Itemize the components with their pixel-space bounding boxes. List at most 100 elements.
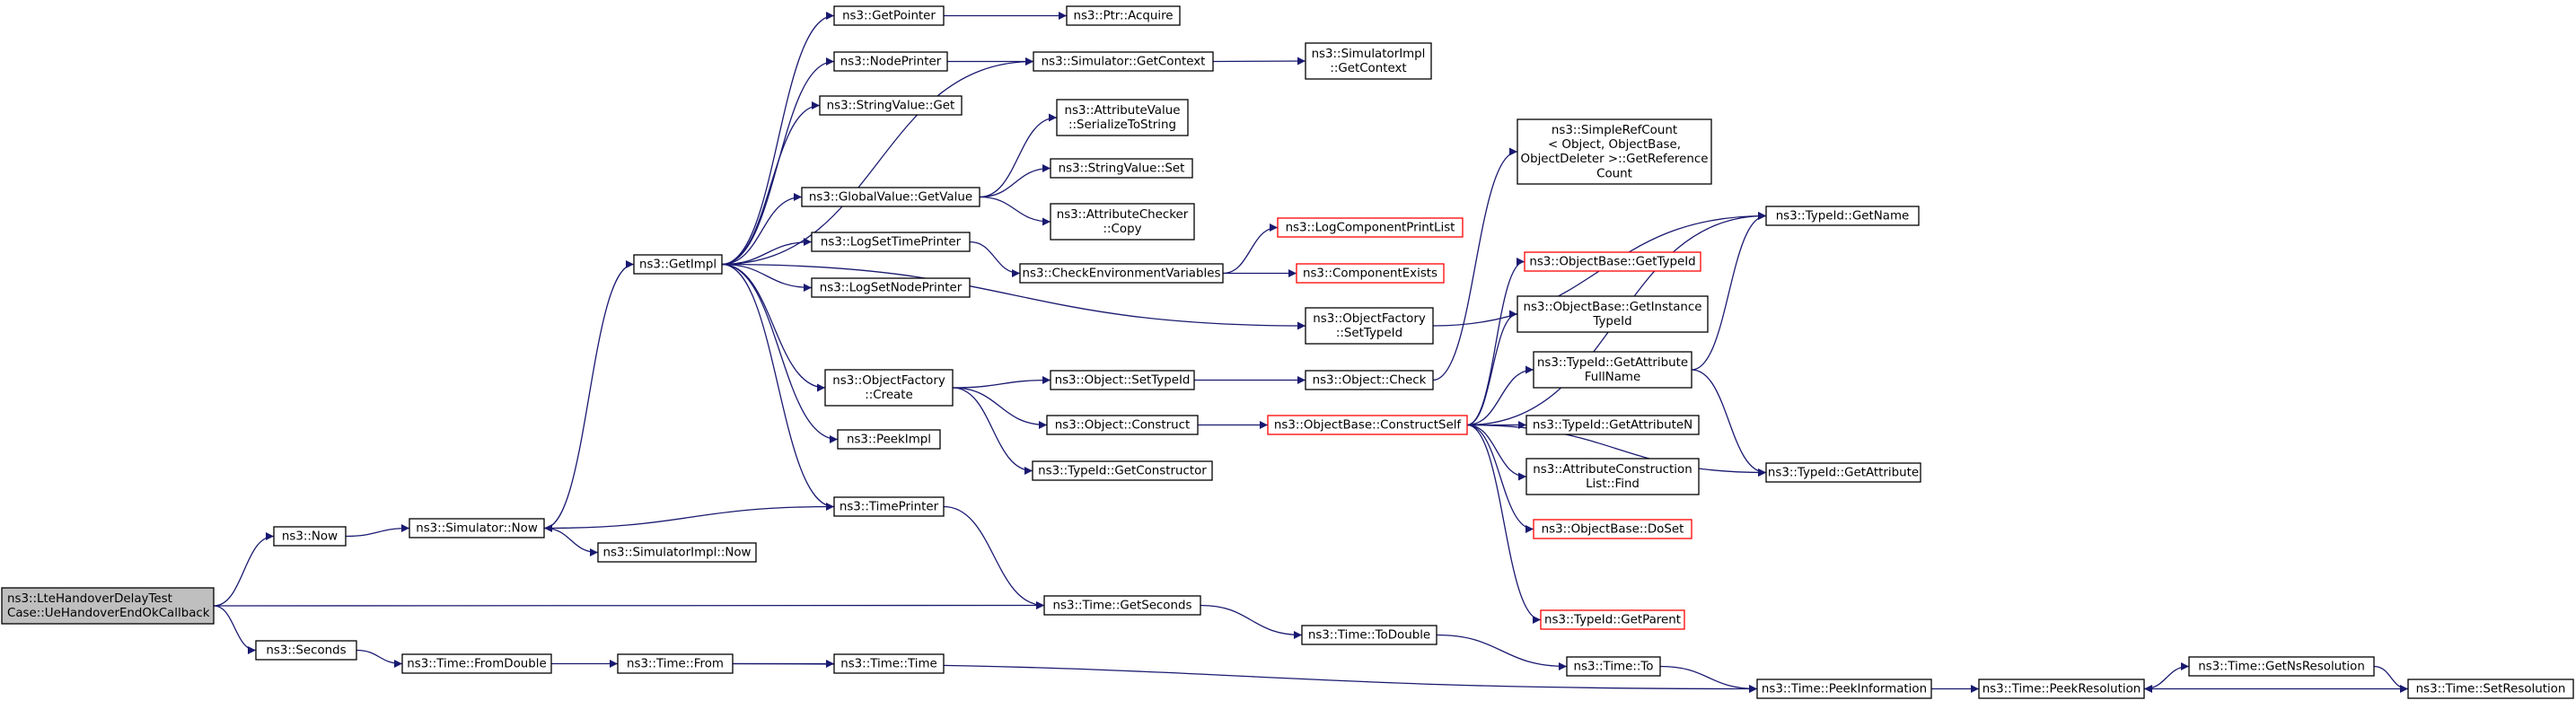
node-label: ns3::Time::Time <box>840 658 937 671</box>
node-timegetseconds[interactable]: ns3::Time::GetSeconds <box>1043 595 1201 616</box>
node-simplerefcount[interactable]: ns3::SimpleRefCount< Object, ObjectBase,… <box>1517 118 1712 185</box>
node-label: ns3::ComponentExists <box>1303 267 1437 281</box>
node-typeidgetattrn[interactable]: ns3::TypeId::GetAttributeN <box>1525 415 1700 435</box>
node-timeto[interactable]: ns3::Time::To <box>1566 656 1661 677</box>
node-objfactorycreate[interactable]: ns3::ObjectFactory::Create <box>824 369 954 407</box>
node-box <box>1066 5 1181 26</box>
edge-timeto-to-timepeekinfo <box>1659 665 1758 693</box>
node-objbasegettypeid[interactable]: ns3::ObjectBase::GetTypeId <box>1524 251 1701 272</box>
node-root[interactable]: ns3::LteHandoverDelayTestCase::UeHandove… <box>1 587 215 625</box>
node-box <box>1050 158 1193 179</box>
node-label: ns3::Ptr::Acquire <box>1073 10 1173 23</box>
node-logcompprintlist[interactable]: ns3::LogComponentPrintList <box>1277 217 1464 238</box>
node-box <box>1033 51 1214 72</box>
edge-simnow-to-simimplnow <box>543 527 599 556</box>
node-box <box>1305 307 1434 345</box>
node-ptracquire[interactable]: ns3::Ptr::Acquire <box>1066 5 1181 26</box>
node-label: ns3::Time::GetNsResolution <box>2198 661 2365 674</box>
node-typeidgetattr[interactable]: ns3::TypeId::GetAttribute <box>1765 462 1921 483</box>
node-attrvalser[interactable]: ns3::AttributeValue::SerializeToString <box>1056 99 1189 136</box>
node-label: TypeId <box>1592 315 1631 328</box>
edge-checkenv-to-logcompprintlist <box>1222 223 1279 275</box>
node-simnow[interactable]: ns3::Simulator::Now <box>409 518 545 538</box>
edge-seconds-to-timefromdouble <box>356 649 403 668</box>
node-label: ns3::SimpleRefCount <box>1552 124 1677 137</box>
node-objectconstruct[interactable]: ns3::Object::Construct <box>1046 415 1199 435</box>
node-label: ns3::SimulatorImpl::Now <box>602 547 751 560</box>
node-label: ns3::Seconds <box>266 644 346 658</box>
node-label: List::Find <box>1586 477 1640 491</box>
node-box <box>1533 519 1692 539</box>
edge-timegetseconds-to-timetodouble <box>1200 604 1303 639</box>
node-getpointer[interactable]: ns3::GetPointer <box>833 5 945 26</box>
node-simimplgetcontext[interactable]: ns3::SimulatorImpl::GetContext <box>1305 42 1432 80</box>
node-box <box>824 369 954 407</box>
node-objectcheck[interactable]: ns3::Object::Check <box>1305 370 1434 390</box>
node-peekimpl[interactable]: ns3::PeekImpl <box>837 429 941 450</box>
node-typeidgetparent[interactable]: ns3::TypeId::GetParent <box>1540 609 1685 630</box>
node-seconds[interactable]: ns3::Seconds <box>255 640 357 661</box>
edge-getimpl-to-objfactorysettypeid <box>721 263 1306 330</box>
node-logsettimeprinter[interactable]: ns3::LogSetTimePrinter <box>811 232 971 252</box>
edge-objbaseconstructself-to-typeidgetattr <box>1466 424 1767 477</box>
node-now[interactable]: ns3::Now <box>273 526 347 547</box>
node-label: ns3::AttributeConstruction <box>1533 463 1692 477</box>
node-box <box>1533 351 1692 389</box>
edge-getimpl-to-timeprinter <box>721 263 835 511</box>
node-objbasedoset[interactable]: ns3::ObjectBase::DoSet <box>1533 519 1692 539</box>
node-compexists[interactable]: ns3::ComponentExists <box>1296 263 1445 284</box>
node-objectsettypeid[interactable]: ns3::Object::SetTypeId <box>1050 370 1195 390</box>
node-timeprinter[interactable]: ns3::TimePrinter <box>833 496 945 517</box>
node-logsetnodeprinter[interactable]: ns3::LogSetNodePrinter <box>811 277 971 298</box>
node-box <box>1756 679 1932 699</box>
node-nodeprinter[interactable]: ns3::NodePrinter <box>833 51 948 72</box>
node-box <box>1 587 215 625</box>
node-label: ns3::ObjectBase::GetTypeId <box>1529 256 1695 269</box>
node-label: ns3::Time::From <box>627 658 724 671</box>
node-label: ::SetTypeId <box>1336 327 1402 340</box>
node-attrcheckercopy[interactable]: ns3::AttributeChecker::Copy <box>1050 203 1195 241</box>
node-label: Case::UeHandoverEndOkCallback <box>7 607 210 620</box>
node-label: ns3::ObjectFactory <box>832 374 945 388</box>
node-label: ::Create <box>865 389 913 402</box>
node-box <box>2407 679 2574 699</box>
node-timepeekinfo[interactable]: ns3::Time::PeekInformation <box>1756 679 1932 699</box>
edge-objbaseconstructself-to-objbasedoset <box>1466 424 1534 533</box>
node-label: ns3::ObjectBase::GetInstance <box>1523 301 1701 314</box>
node-label: ns3::Time::ToDouble <box>1308 629 1430 643</box>
edge-timeprinter-to-simnow <box>543 505 835 532</box>
node-objfactorysettypeid[interactable]: ns3::ObjectFactory::SetTypeId <box>1305 307 1434 345</box>
edge-objbaseconstructself-to-typeidgetparent <box>1466 424 1542 624</box>
node-stringvalueget[interactable]: ns3::StringValue::Get <box>819 95 963 116</box>
node-stringvalueset[interactable]: ns3::StringValue::Set <box>1050 158 1193 179</box>
node-timefrom[interactable]: ns3::Time::From <box>617 653 734 674</box>
node-box <box>1566 656 1661 677</box>
node-label: ns3::ObjectFactory <box>1313 312 1426 326</box>
node-simgetcontext[interactable]: ns3::Simulator::GetContext <box>1033 51 1214 72</box>
function-nodes: ns3::LteHandoverDelayTestCase::UeHandove… <box>1 5 2574 699</box>
node-typeidgetname[interactable]: ns3::TypeId::GetName <box>1765 206 1920 226</box>
node-timesetres[interactable]: ns3::Time::SetResolution <box>2407 679 2574 699</box>
node-simimplnow[interactable]: ns3::SimulatorImpl::Now <box>597 542 757 563</box>
node-label: ns3::GetPointer <box>842 10 936 23</box>
node-timepeekres[interactable]: ns3::Time::PeekResolution <box>1978 679 2145 699</box>
node-typeidgetconstructor[interactable]: ns3::TypeId::GetConstructor <box>1032 460 1213 481</box>
node-timegetnsres[interactable]: ns3::Time::GetNsResolution <box>2188 656 2375 677</box>
node-objbaseconstructself[interactable]: ns3::ObjectBase::ConstructSelf <box>1267 415 1468 435</box>
edge-logsettimeprinter-to-checkenv <box>969 241 1021 277</box>
node-timetime[interactable]: ns3::Time::Time <box>833 653 945 674</box>
node-globalgetvalue[interactable]: ns3::GlobalValue::GetValue <box>801 187 980 207</box>
node-getimpl[interactable]: ns3::GetImpl <box>633 254 723 275</box>
edge-objbaseconstructself-to-typeidgetattrfull <box>1466 365 1534 426</box>
node-box <box>617 653 734 674</box>
edge-getimpl-to-logsetnodeprinter <box>721 263 813 292</box>
node-timetodouble[interactable]: ns3::Time::ToDouble <box>1301 625 1437 645</box>
node-checkenv[interactable]: ns3::CheckEnvironmentVariables <box>1019 263 1224 284</box>
node-timefromdouble[interactable]: ns3::Time::FromDouble <box>401 653 552 674</box>
edge-globalgetvalue-to-attrcheckercopy <box>979 196 1051 226</box>
node-box <box>1296 263 1445 284</box>
